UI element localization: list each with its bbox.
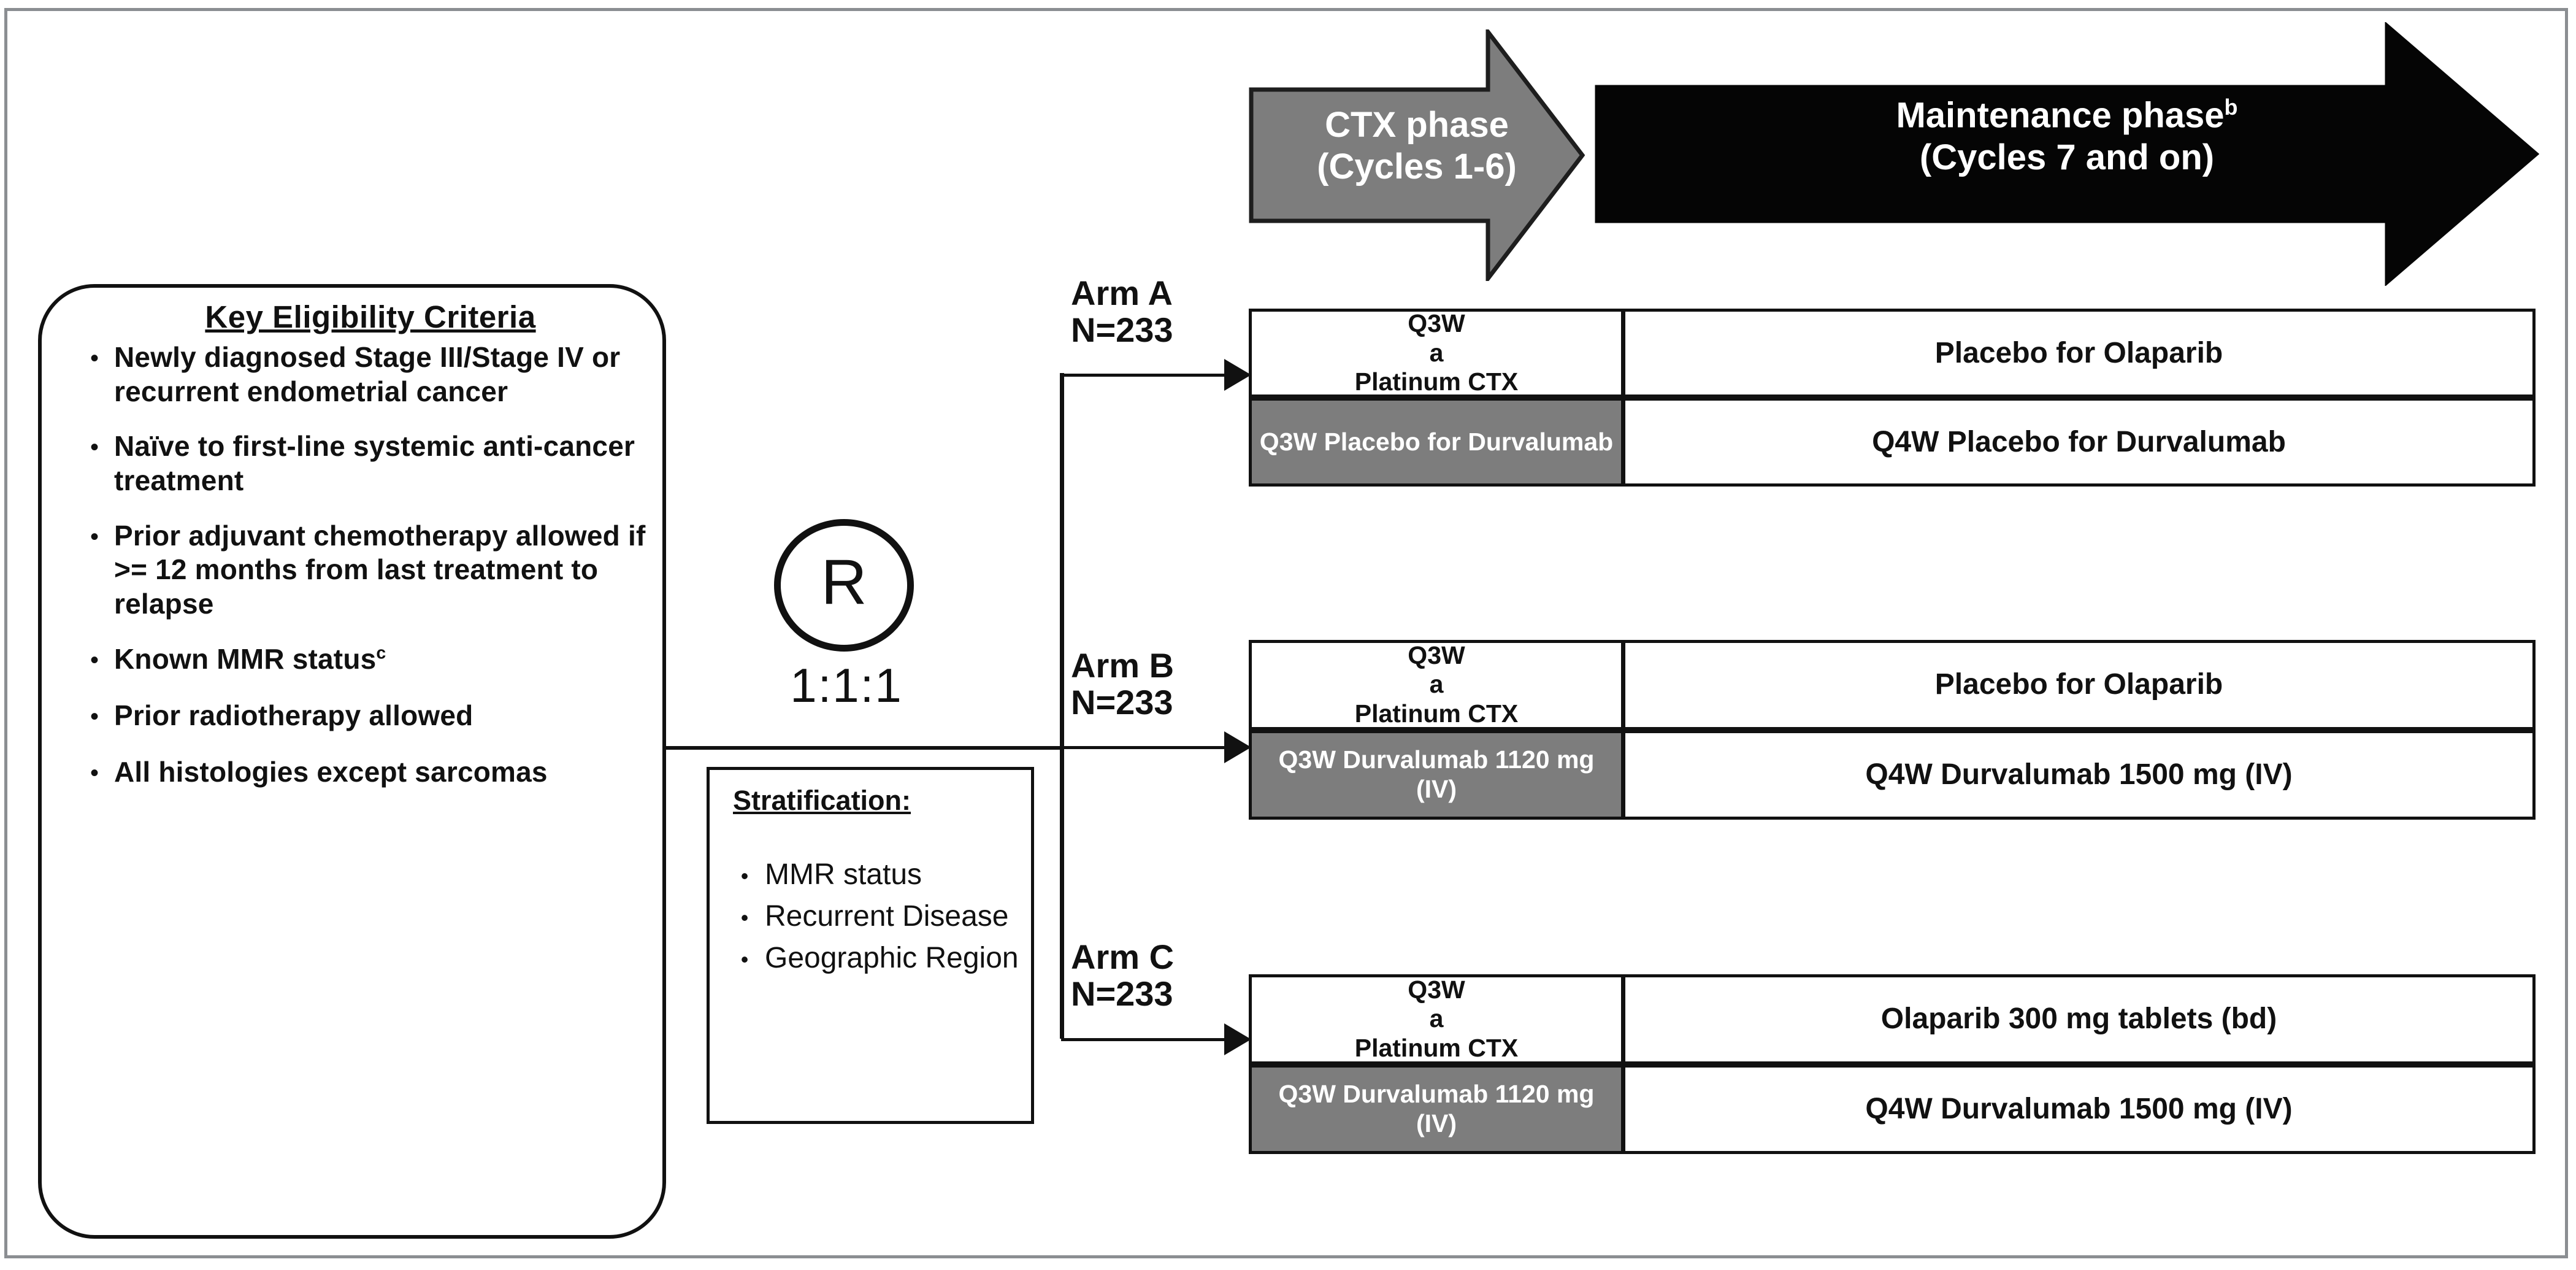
- list-item: • MMR status: [724, 857, 1031, 895]
- cell-text: Q3W Durvalumab 1120 mg (IV): [1278, 745, 1595, 803]
- randomization-letter: R: [821, 547, 867, 618]
- ctx-regimen-label: Q3W: [1408, 975, 1465, 1004]
- cell-maintenance-bottom-arm-b: Q4W Durvalumab 1500 mg (IV): [1622, 729, 2536, 820]
- cell-text: Placebo for Olaparib: [1934, 336, 2223, 369]
- ctx-regimen-rest: Platinum CTX: [1354, 699, 1519, 728]
- bullet-icon: •: [740, 947, 749, 972]
- eligibility-title: Key Eligibility Criteria: [205, 299, 536, 334]
- list-item: • Naïve to first-line systemic anti-canc…: [75, 429, 657, 498]
- arm-label-b: Arm B N=233: [1071, 646, 1175, 722]
- ctx-regimen-label: Q3W: [1408, 641, 1465, 669]
- ctx-regimen-superscript: a: [1429, 338, 1444, 367]
- list-item: • Prior radiotherapy allowed: [75, 699, 657, 734]
- cell-text: Olaparib 300 mg tablets (bd): [1880, 1003, 2277, 1036]
- diagram-frame: [4, 8, 2568, 1258]
- arrow-head-icon: [1224, 731, 1251, 763]
- cell-text: Q4W Placebo for Durvalumab: [1872, 425, 2286, 458]
- arrow-head-icon: [1224, 1023, 1251, 1055]
- eligibility-item-text: Known MMR statusc: [114, 642, 657, 677]
- cell-text: Q4W Durvalumab 1500 mg (IV): [1865, 1092, 2293, 1125]
- cell-maintenance-top-arm-a: Placebo for Olaparib: [1622, 309, 2536, 398]
- stratification-list: • MMR status • Recurrent Disease • Geogr…: [724, 857, 1031, 982]
- cell-text: Q3W Placebo for Durvalumab: [1259, 427, 1614, 456]
- eligibility-list: • Newly diagnosed Stage III/Stage IV or …: [75, 341, 657, 812]
- cell-ctx-bottom-arm-b: Q3W Durvalumab 1120 mg (IV): [1249, 729, 1624, 820]
- eligibility-item-text: Newly diagnosed Stage III/Stage IV or re…: [114, 341, 657, 409]
- list-item: • Recurrent Disease: [724, 899, 1031, 937]
- eligibility-item-label: Prior adjuvant chemotherapy allowed if >…: [114, 519, 646, 620]
- randomization-ratio: 1:1:1: [790, 658, 903, 712]
- ctx-phase-arrow: CTX phase (Cycles 1-6): [1249, 29, 1585, 281]
- cell-text: Placebo for Olaparib: [1934, 668, 2223, 701]
- bullet-icon: •: [90, 345, 99, 372]
- cell-ctx-bottom-arm-c: Q3W Durvalumab 1120 mg (IV): [1249, 1064, 1624, 1154]
- stratification-item-label: MMR status: [765, 858, 922, 891]
- eligibility-item-text: Prior adjuvant chemotherapy allowed if >…: [114, 519, 657, 622]
- connector-branch-arm-b: [1061, 746, 1239, 749]
- eligibility-item-superscript: c: [376, 643, 386, 663]
- maintenance-arrow-shape: [1595, 22, 2539, 286]
- stratification-item-label: Geographic Region: [765, 942, 1019, 974]
- randomization-circle: R: [774, 519, 914, 652]
- stratification-item-label: Recurrent Disease: [765, 900, 1009, 933]
- arm-label-a: Arm A N=233: [1071, 274, 1173, 350]
- connector-branch-arm-a: [1061, 374, 1239, 377]
- cell-maintenance-top-arm-b: Placebo for Olaparib: [1622, 640, 2536, 730]
- arrow-head-icon: [1224, 359, 1251, 391]
- list-item: • Known MMR statusc: [75, 642, 657, 678]
- eligibility-item-label: Newly diagnosed Stage III/Stage IV or re…: [114, 341, 621, 407]
- eligibility-item-label: All histologies except sarcomas: [114, 755, 548, 788]
- cell-maintenance-bottom-arm-c: Q4W Durvalumab 1500 mg (IV): [1622, 1064, 2536, 1154]
- bullet-icon: •: [90, 702, 99, 730]
- connector-trunk: [1060, 373, 1064, 1039]
- bullet-icon: •: [90, 646, 99, 674]
- eligibility-item-text: Prior radiotherapy allowed: [114, 699, 657, 733]
- eligibility-item-text: Naïve to first-line systemic anti-cancer…: [114, 429, 657, 498]
- bullet-icon: •: [740, 905, 749, 930]
- list-item: • Prior adjuvant chemotherapy allowed if…: [75, 519, 657, 622]
- ctx-regimen-superscript: a: [1429, 670, 1444, 699]
- eligibility-item-label: Naïve to first-line systemic anti-cancer…: [114, 430, 635, 496]
- ctx-regimen-label: Q3W: [1408, 309, 1465, 338]
- cell-maintenance-top-arm-c: Olaparib 300 mg tablets (bd): [1622, 974, 2536, 1064]
- stratification-box: Stratification: • MMR status • Recurrent…: [707, 767, 1034, 1124]
- ctx-regimen-rest: Platinum CTX: [1354, 1034, 1519, 1063]
- bullet-icon: •: [90, 759, 99, 787]
- arm-label-c: Arm C N=233: [1071, 937, 1175, 1014]
- bullet-icon: •: [90, 523, 99, 550]
- stratification-title: Stratification:: [733, 785, 911, 816]
- eligibility-item-label: Known MMR status: [114, 642, 377, 675]
- cell-text: Q4W Durvalumab 1500 mg (IV): [1865, 758, 2293, 791]
- connector-branch-arm-c: [1061, 1038, 1239, 1041]
- connector-stem: [666, 746, 1064, 750]
- list-item: • Newly diagnosed Stage III/Stage IV or …: [75, 341, 657, 409]
- ctx-regimen-rest: Platinum CTX: [1354, 368, 1519, 396]
- eligibility-item-text: All histologies except sarcomas: [114, 755, 657, 790]
- ctx-regimen-superscript: a: [1429, 1004, 1444, 1033]
- bullet-icon: •: [740, 863, 749, 888]
- list-item: • Geographic Region: [724, 941, 1031, 979]
- eligibility-criteria-box: Key Eligibility Criteria • Newly diagnos…: [38, 284, 666, 1239]
- bullet-icon: •: [90, 434, 99, 461]
- eligibility-item-label: Prior radiotherapy allowed: [114, 699, 473, 731]
- list-item: • All histologies except sarcomas: [75, 755, 657, 791]
- maintenance-phase-arrow: Maintenance phaseb (Cycles 7 and on): [1595, 22, 2539, 286]
- cell-ctx-bottom-arm-a: Q3W Placebo for Durvalumab: [1249, 398, 1624, 487]
- cell-maintenance-bottom-arm-a: Q4W Placebo for Durvalumab: [1622, 398, 2536, 487]
- cell-text: Q3W Durvalumab 1120 mg (IV): [1278, 1080, 1595, 1137]
- ctx-arrow-shape: [1249, 29, 1585, 281]
